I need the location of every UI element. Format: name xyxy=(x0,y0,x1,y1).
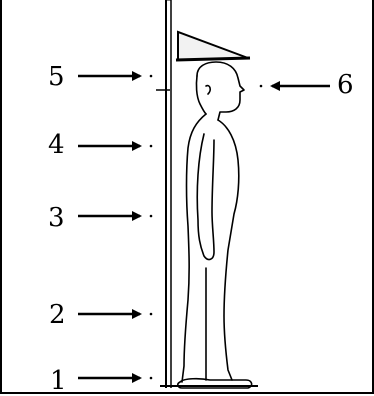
marker-label-3: 3 xyxy=(48,205,65,231)
person-outline xyxy=(178,62,252,388)
arrows xyxy=(78,76,330,378)
stadiometer-rod xyxy=(166,0,171,388)
marker-label-1: 1 xyxy=(50,368,67,394)
marker-label-6: 6 xyxy=(337,72,354,98)
marker-label-2: 2 xyxy=(49,302,66,328)
stadiometer-headpiece xyxy=(176,32,250,60)
marker-label-5: 5 xyxy=(48,64,65,90)
marker-label-4: 4 xyxy=(48,132,65,158)
